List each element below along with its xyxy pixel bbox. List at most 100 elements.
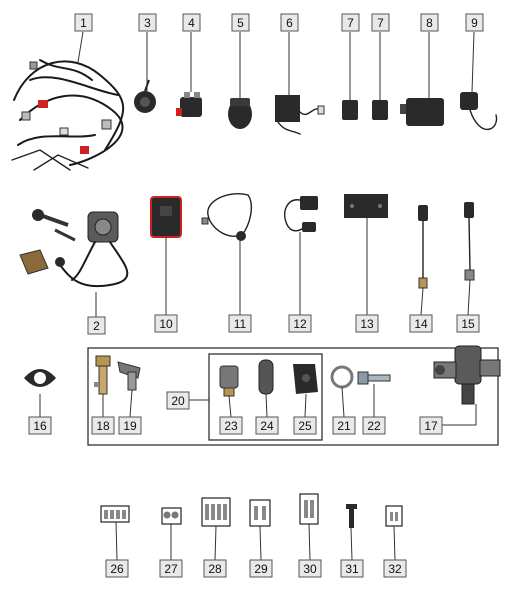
label-25: 25 [293, 416, 317, 435]
svg-text:7: 7 [347, 16, 354, 30]
label-7a: 7 [341, 13, 360, 32]
frame-26 [100, 505, 130, 523]
label-30: 30 [298, 559, 322, 578]
svg-text:21: 21 [337, 419, 351, 433]
part-bolt-set-30 [304, 500, 314, 518]
part-bolt [357, 371, 391, 385]
part-sensor-cable [201, 193, 252, 241]
svg-text:16: 16 [33, 419, 47, 433]
svg-text:8: 8 [426, 16, 433, 30]
svg-text:31: 31 [345, 562, 359, 576]
svg-text:23: 23 [224, 419, 238, 433]
part-bolt-set-29 [254, 506, 266, 520]
svg-text:17: 17 [424, 419, 438, 433]
label-17: 17 [419, 416, 443, 435]
svg-text:1: 1 [80, 16, 87, 30]
svg-text:26: 26 [110, 562, 124, 576]
label-1: 1 [74, 13, 93, 32]
svg-text:18: 18 [96, 419, 110, 433]
label-14: 14 [409, 314, 433, 333]
svg-text:22: 22 [367, 419, 381, 433]
leader-lines [39, 31, 477, 561]
label-5: 5 [231, 13, 250, 32]
svg-text:11: 11 [234, 317, 247, 331]
frame-32 [385, 505, 403, 527]
svg-text:13: 13 [360, 317, 374, 331]
svg-text:9: 9 [471, 16, 478, 30]
label-8: 8 [420, 13, 439, 32]
label-27: 27 [159, 559, 183, 578]
label-26: 26 [105, 559, 129, 578]
part-wiring-harness [11, 59, 125, 171]
part-adjusting-screw [117, 361, 141, 391]
part-starter-relay [176, 92, 202, 117]
part-jet [94, 355, 111, 395]
label-4: 4 [182, 13, 201, 32]
svg-text:12: 12 [293, 317, 307, 331]
svg-text:27: 27 [164, 562, 178, 576]
label-22: 22 [362, 416, 386, 435]
part-ignition-coil [284, 196, 318, 232]
svg-text:14: 14 [414, 317, 428, 331]
part-bracket-plate [344, 194, 388, 218]
svg-text:15: 15 [461, 317, 475, 331]
part-relay-b [372, 100, 388, 120]
label-24: 24 [255, 416, 279, 435]
part-nut-set-27 [163, 511, 179, 519]
svg-text:4: 4 [188, 16, 195, 30]
label-12: 12 [288, 314, 312, 333]
svg-text:7: 7 [377, 16, 384, 30]
part-intake-gasket [24, 369, 56, 387]
label-10: 10 [154, 314, 178, 333]
part-sensor-lead [460, 92, 498, 131]
part-screw-set-26 [104, 510, 126, 519]
frame-29 [249, 499, 271, 527]
part-relay-a [342, 100, 358, 120]
svg-text:5: 5 [237, 16, 244, 30]
part-bolt-set-28 [205, 504, 227, 520]
part-throttle-cap [219, 365, 239, 397]
label-29: 29 [249, 559, 273, 578]
label-6: 6 [280, 13, 299, 32]
svg-text:24: 24 [260, 419, 274, 433]
label-32: 32 [383, 559, 407, 578]
svg-text:28: 28 [208, 562, 222, 576]
part-carburetor [433, 345, 501, 405]
label-11: 11 [228, 314, 252, 333]
label-3: 3 [138, 13, 157, 32]
part-horn [134, 79, 156, 113]
label-15: 15 [456, 314, 480, 333]
svg-text:20: 20 [171, 394, 185, 408]
label-19: 19 [118, 416, 142, 435]
label-28: 28 [203, 559, 227, 578]
label-2: 2 [87, 316, 106, 335]
svg-text:25: 25 [298, 419, 312, 433]
label-13: 13 [355, 314, 379, 333]
svg-text:3: 3 [144, 16, 151, 30]
part-slide [258, 359, 274, 395]
label-18: 18 [91, 416, 115, 435]
part-cdi-unit [400, 98, 444, 126]
label-23: 23 [219, 416, 243, 435]
part-fuse-box [228, 98, 252, 129]
label-7b: 7 [371, 13, 390, 32]
label-31: 31 [340, 559, 364, 578]
group-frame-20 [208, 353, 323, 441]
part-flasher-relay [150, 196, 182, 238]
label-21: 21 [332, 416, 356, 435]
part-oil-sensor [464, 202, 475, 281]
part-ignition-switch [19, 209, 129, 288]
part-bolt-set-32 [390, 512, 398, 521]
svg-text:30: 30 [303, 562, 317, 576]
frame-30 [299, 493, 319, 525]
label-20: 20 [166, 391, 190, 410]
part-regulator [275, 95, 325, 135]
svg-text:2: 2 [93, 319, 100, 333]
part-carb-cover [293, 364, 318, 394]
label-16: 16 [28, 416, 52, 435]
svg-text:29: 29 [254, 562, 268, 576]
part-spark-plug-cap-31 [346, 504, 357, 528]
svg-text:32: 32 [388, 562, 402, 576]
part-temp-sensor [418, 205, 428, 289]
